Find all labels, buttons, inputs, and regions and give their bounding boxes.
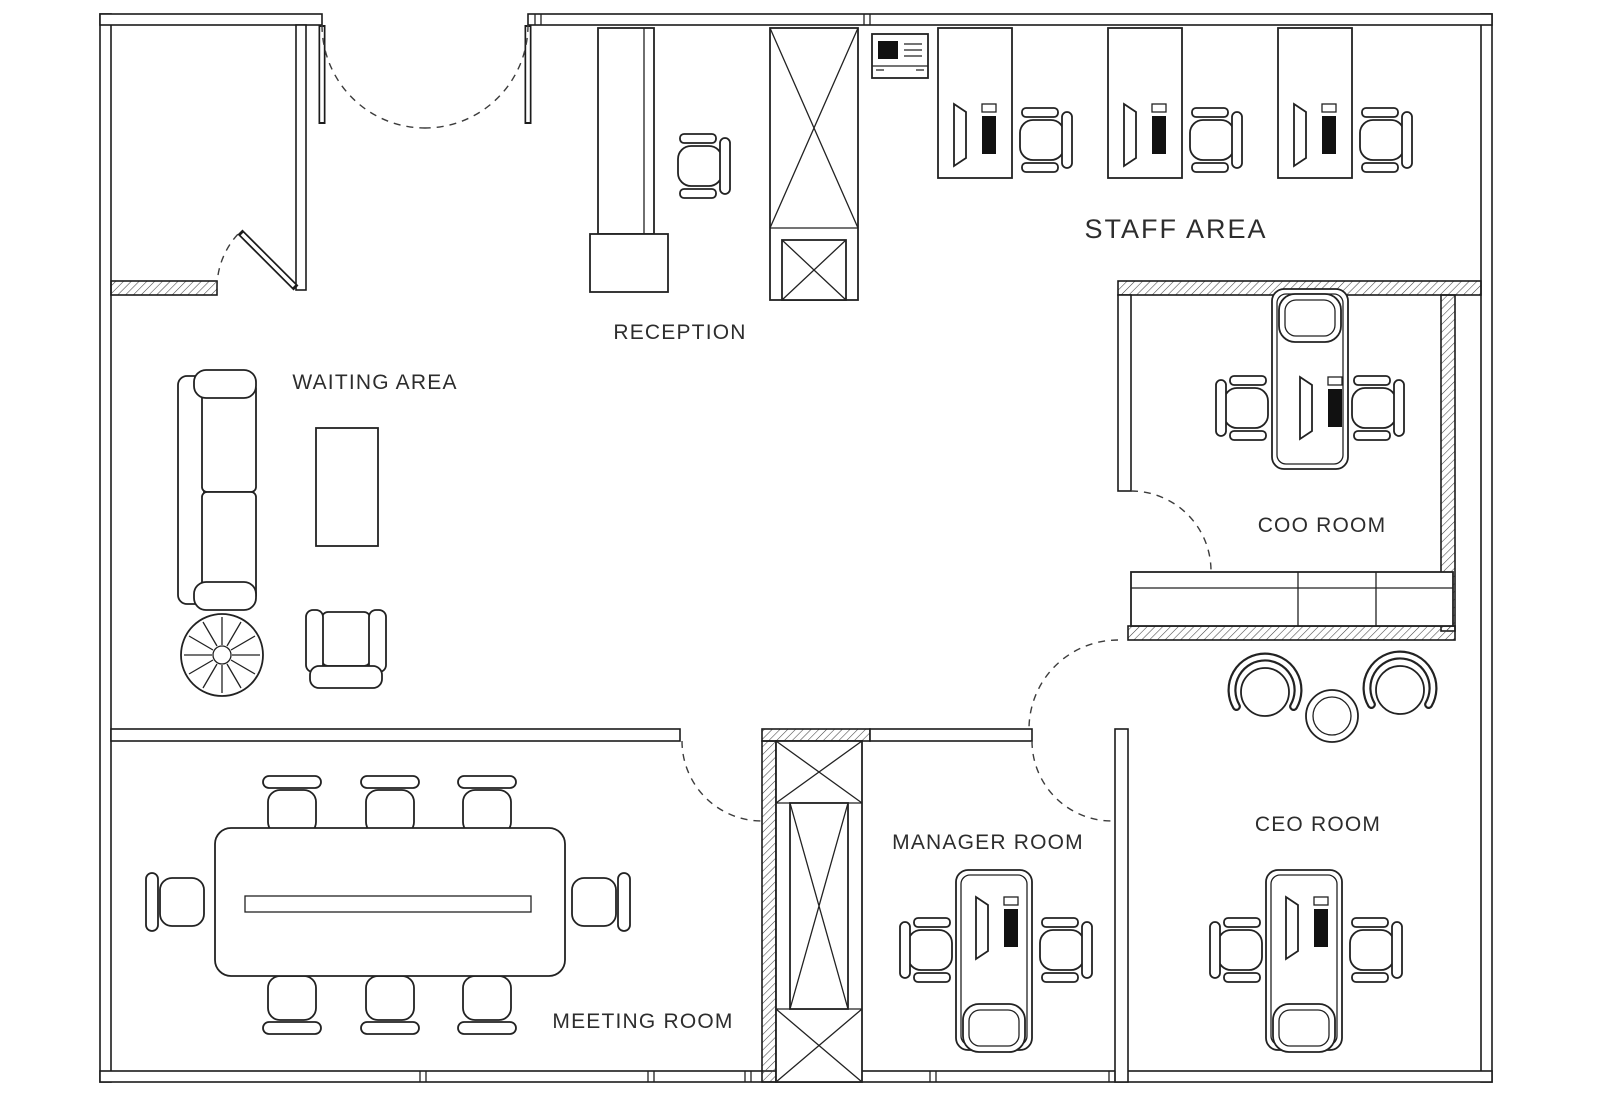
staff-area: STAFF AREA [938, 28, 1412, 244]
workstation-1 [938, 28, 1072, 178]
wall-joint-ticks-top [534, 14, 871, 25]
plant [180, 613, 264, 697]
manager-room: MANAGER ROOM [892, 831, 1093, 1053]
wall-outer-right [1480, 13, 1493, 1083]
ceo-lounge-chair-right [1367, 655, 1433, 714]
waiting-area: WAITING AREA [177, 369, 457, 697]
manager-guest-stool [962, 1003, 1026, 1053]
conference-table [214, 827, 566, 977]
entrance-door-arc-right [424, 24, 529, 129]
coo-sideboard [1130, 571, 1454, 627]
wall-manager-ceo-divider [1114, 728, 1129, 1083]
entrance-door-arc-left [321, 24, 426, 129]
meeting-chair-left [145, 872, 205, 932]
wall-cabinet-top [761, 728, 871, 742]
wall-coo-bottom [1127, 625, 1456, 641]
closet-door-arc [216, 231, 241, 289]
reception-chair [677, 133, 731, 199]
wall-outer-top-right [527, 13, 1493, 26]
armchair [305, 609, 387, 689]
manager-chair-right [1039, 917, 1093, 983]
meeting-door-arc [681, 740, 763, 822]
manager-room-label: MANAGER ROOM [892, 831, 1084, 854]
coo-door-arc [1130, 490, 1212, 572]
reception-desk [589, 27, 669, 293]
workstation-2 [1108, 28, 1242, 178]
storage-cabinet-reception [769, 27, 859, 301]
meeting-chair-bottom-2 [360, 975, 420, 1035]
doors [216, 24, 1212, 822]
workstation-3 [1278, 28, 1412, 178]
coo-guest-chair-left [1215, 375, 1269, 441]
ceo-chair-right [1349, 917, 1403, 983]
ceo-lounge-chair-left [1232, 657, 1298, 716]
coo-guest-chair-right [1351, 375, 1405, 441]
coffee-table [315, 427, 379, 547]
wall-meeting-top [110, 728, 681, 742]
meeting-chair-bottom-3 [457, 975, 517, 1035]
meeting-chair-top-1 [262, 775, 322, 835]
manager-door-arc [1031, 740, 1113, 822]
ceo-side-table [1305, 689, 1359, 743]
staff-area-label: STAFF AREA [1084, 214, 1267, 244]
meeting-chair-top-3 [457, 775, 517, 835]
reception-area: RECEPTION [589, 27, 929, 344]
meeting-chair-right [571, 872, 631, 932]
ceo-room: CEO ROOM [1209, 655, 1433, 1053]
wall-closet-vertical [295, 24, 307, 291]
ceo-guest-stool [1272, 1003, 1336, 1053]
wall-joint-ticks-bottom [419, 1071, 1116, 1082]
wall-manager-top [869, 728, 1033, 742]
coo-exec-chair [1278, 293, 1342, 343]
wall-coo-left [1117, 294, 1132, 492]
printer-icon [871, 33, 929, 79]
meeting-room: MEETING ROOM [145, 775, 733, 1035]
sofa [177, 369, 257, 611]
wall-closet-horizontal [110, 280, 218, 296]
wall-outer-left [99, 13, 112, 1083]
reception-label: RECEPTION [613, 321, 746, 344]
wall-outer-top-left [99, 13, 323, 26]
ceo-door-arc [1028, 639, 1119, 730]
manager-chair-left [899, 917, 953, 983]
storage-cabinet-lower [775, 740, 863, 1083]
meeting-room-label: MEETING ROOM [552, 1010, 733, 1033]
ceo-chair-left [1209, 917, 1263, 983]
wall-cabinet-strip [761, 740, 777, 1083]
meeting-chair-bottom-1 [262, 975, 322, 1035]
waiting-area-label: WAITING AREA [292, 371, 457, 394]
meeting-chair-top-2 [360, 775, 420, 835]
coo-room-label: COO ROOM [1258, 514, 1387, 537]
ceo-room-label: CEO ROOM [1255, 813, 1381, 836]
coo-room: COO ROOM [1130, 288, 1454, 627]
